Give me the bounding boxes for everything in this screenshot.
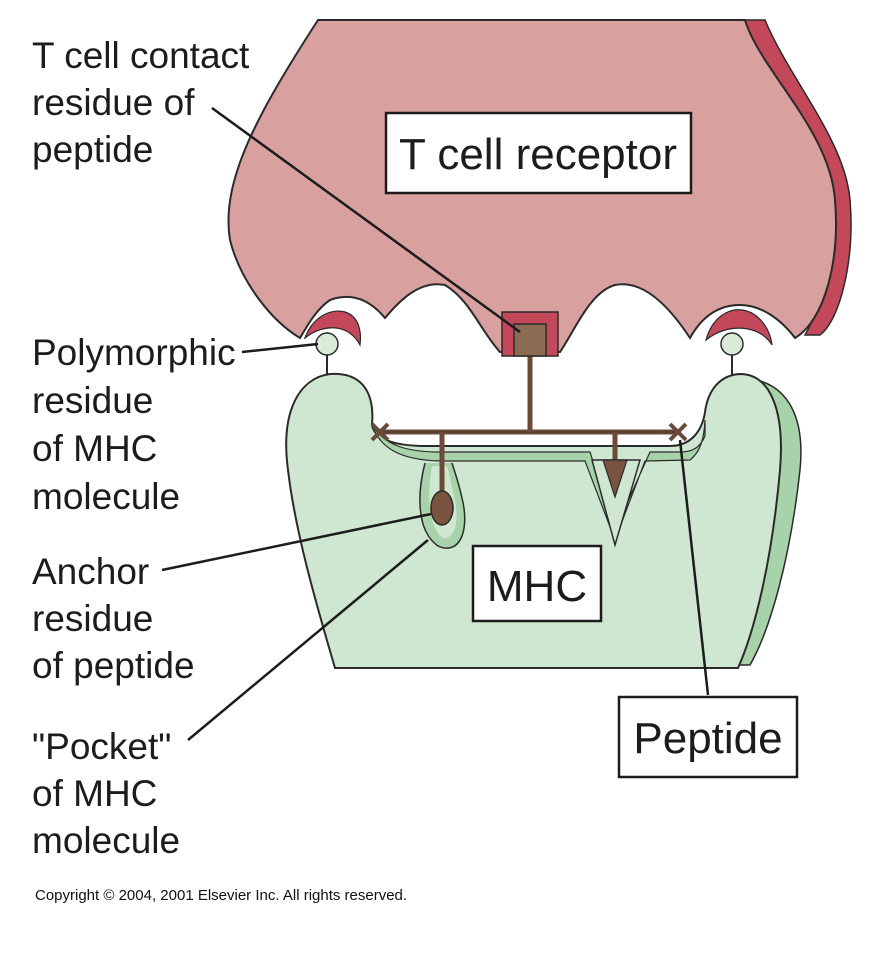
label-pocket-line-1: "Pocket": [32, 726, 171, 767]
mhc-label: MHC: [487, 562, 587, 611]
label-polymorphic-line-3: of MHC: [32, 428, 157, 469]
label-pocket-line-3: molecule: [32, 820, 180, 861]
leader-anchor: [161, 512, 432, 572]
polymorphic-residue-left: [315, 332, 339, 356]
label-polymorphic-line-4: molecule: [32, 476, 180, 517]
v-residue: [602, 459, 628, 499]
label-polymorphic: Polymorphic residue of MHC molecule: [32, 332, 236, 517]
leader-lines: [161, 106, 710, 741]
mhc-groove: [371, 419, 706, 542]
peptide-end-right: [668, 422, 688, 442]
label-tcell-contact-line-3: peptide: [32, 129, 153, 170]
label-pocket-line-2: of MHC: [32, 773, 157, 814]
mhc-body: [285, 372, 782, 669]
label-anchor-line-1: Anchor: [32, 551, 149, 592]
label-anchor-line-2: residue: [32, 598, 153, 639]
label-polymorphic-line-1: Polymorphic: [32, 332, 236, 373]
polymorphic-residue-right: [720, 332, 744, 356]
peptide-label-box: Peptide: [617, 695, 799, 779]
peptide-label: Peptide: [633, 714, 782, 763]
polymorphic-residues: [315, 332, 744, 375]
tcr-left-cup: [303, 310, 362, 348]
copyright-notice: Copyright © 2004, 2001 Elsevier Inc. All…: [35, 887, 407, 904]
label-anchor: Anchor residue of peptide: [32, 551, 195, 686]
leader-pocket: [187, 539, 429, 741]
tcr-contact-residue: [513, 323, 547, 357]
peptide: [370, 323, 688, 526]
anchor-residue: [430, 490, 454, 526]
label-polymorphic-line-2: residue: [32, 380, 153, 421]
label-tcell-contact-line-1: T cell contact: [32, 35, 250, 76]
label-tcell-contact-line-2: residue of: [32, 82, 195, 123]
peptide-end-left: [370, 422, 390, 442]
leader-peptide: [678, 439, 710, 696]
tcr-label-box: T cell receptor: [384, 111, 693, 195]
mhc-molecule: [285, 372, 802, 669]
mhc-label-box: MHC: [471, 544, 603, 623]
tcr-right-cup: [704, 309, 773, 346]
leader-tcell-contact: [211, 106, 521, 334]
leader-polymorphic: [241, 342, 319, 354]
tcr-label: T cell receptor: [399, 130, 677, 179]
label-tcell-contact: T cell contact residue of peptide: [32, 35, 250, 170]
label-pocket: "Pocket" of MHC molecule: [32, 726, 180, 861]
label-anchor-line-3: of peptide: [32, 645, 195, 686]
